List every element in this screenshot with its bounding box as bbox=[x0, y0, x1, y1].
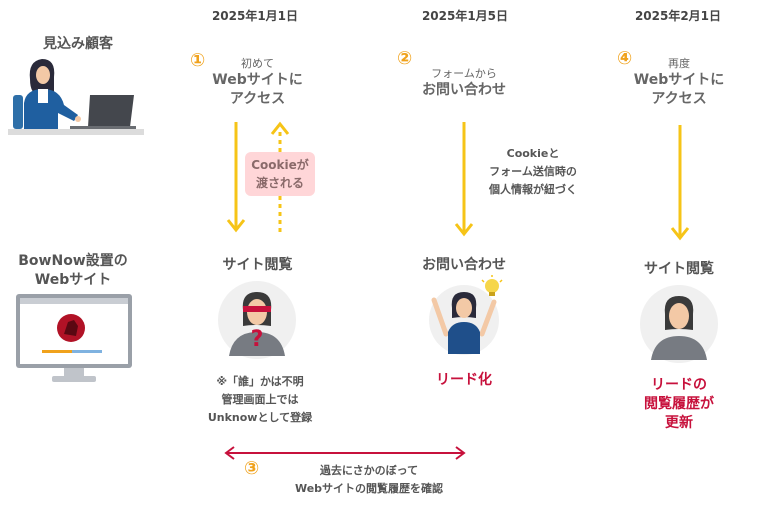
step4-big1: Webサイトに bbox=[633, 72, 725, 88]
col2-title: お問い合わせ bbox=[422, 257, 506, 273]
svg-text:?: ? bbox=[251, 327, 264, 352]
website-label-line2: Webサイト bbox=[34, 272, 112, 288]
cookie-note-line1: Cookieと bbox=[506, 147, 560, 160]
step4-big2: アクセス bbox=[651, 91, 707, 107]
cookie-badge-line2: 渡される bbox=[255, 176, 304, 190]
step1-text: 初めて Webサイトに アクセス bbox=[195, 55, 320, 109]
step3-number: ③ bbox=[244, 458, 260, 479]
date-col2: 2025年1月5日 bbox=[421, 9, 509, 23]
cookie-note: Cookieと フォーム送信時の 個人情報が紐づく bbox=[470, 145, 596, 199]
arrow-down-col2 bbox=[454, 122, 474, 237]
step3-line1: 過去にさかのぼって bbox=[319, 464, 419, 477]
col1-note: ※「誰」かは不明 管理画面上では Unknowとして登録 bbox=[185, 373, 335, 427]
col3-result-line1: リードの bbox=[651, 377, 707, 393]
excited-person-icon bbox=[429, 275, 503, 355]
col1-note-line3: Unknowとして登録 bbox=[207, 411, 313, 424]
col3-result-line3: 更新 bbox=[665, 415, 693, 431]
step1-number: ① bbox=[190, 50, 206, 71]
step3-line2: Webサイトの閲覧履歴を確認 bbox=[294, 482, 444, 495]
step2-text: フォームから お問い合わせ bbox=[400, 65, 528, 100]
col3-result-line2: 閲覧履歴が bbox=[644, 396, 714, 412]
step2-number: ② bbox=[397, 48, 413, 69]
col3-title: サイト閲覧 bbox=[644, 261, 714, 277]
col2-result: リード化 bbox=[436, 372, 492, 388]
arrow-down-col1 bbox=[226, 122, 246, 233]
step4-number: ④ bbox=[617, 48, 633, 69]
arrow-double-red bbox=[224, 446, 466, 460]
step4-text: 再度 Webサイトに アクセス bbox=[615, 55, 743, 109]
col3-result: リードの 閲覧履歴が 更新 bbox=[615, 376, 743, 433]
date-col3: 2025年2月1日 bbox=[634, 9, 722, 23]
person-icon bbox=[640, 285, 718, 363]
step1-big1: Webサイトに bbox=[212, 72, 303, 88]
cookie-badge: Cookieが 渡される bbox=[245, 152, 315, 196]
cookie-note-line3: 個人情報が紐づく bbox=[489, 183, 577, 196]
cookie-badge-line1: Cookieが bbox=[251, 158, 309, 172]
col1-note-line1: ※「誰」かは不明 bbox=[216, 375, 304, 388]
step1-big2: アクセス bbox=[229, 91, 286, 107]
website-label: BowNow設置の Webサイト bbox=[8, 252, 138, 290]
prospect-label: 見込み顧客 bbox=[43, 36, 113, 52]
unknown-person-icon: ? bbox=[218, 281, 296, 359]
step1-small: 初めて bbox=[241, 57, 274, 70]
step2-small: フォームから bbox=[431, 67, 497, 80]
step4-small: 再度 bbox=[668, 57, 690, 70]
col1-title: サイト閲覧 bbox=[222, 257, 293, 273]
step3-text: 過去にさかのぼって Webサイトの閲覧履歴を確認 bbox=[262, 462, 476, 498]
date-col1: 2025年1月1日 bbox=[211, 9, 299, 23]
cookie-note-line2: フォーム送信時の bbox=[489, 165, 577, 178]
website-monitor-icon bbox=[16, 294, 132, 382]
website-label-line1: BowNow設置の bbox=[18, 253, 128, 269]
person-at-laptop-icon bbox=[8, 59, 144, 135]
col1-note-line2: 管理画面上では bbox=[221, 393, 299, 406]
arrow-down-col3 bbox=[670, 125, 690, 241]
step2-big1: お問い合わせ bbox=[422, 82, 506, 98]
